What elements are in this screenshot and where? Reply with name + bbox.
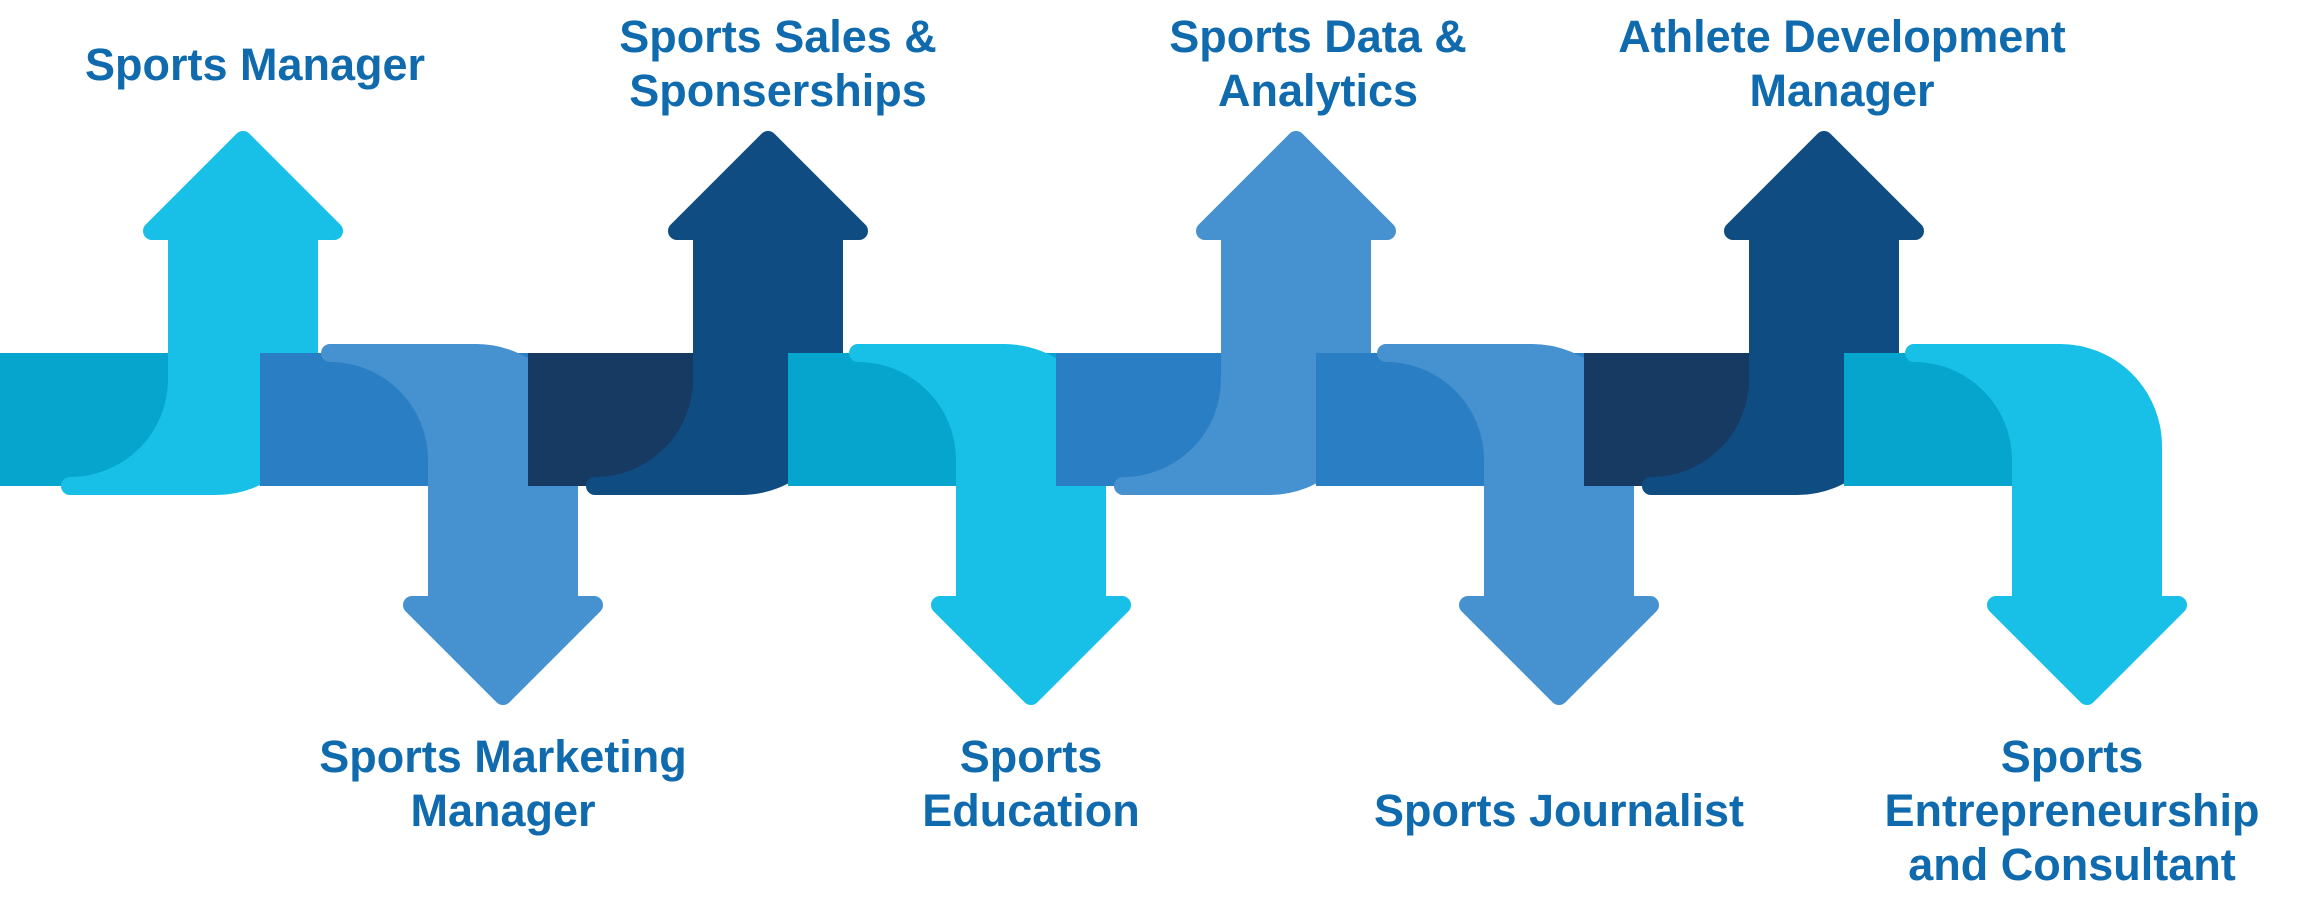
label-line: Sports <box>2000 731 2144 782</box>
label-line: Sports Journalist <box>1373 785 1745 836</box>
arrow-sports-entrepreneurship <box>1844 344 2187 705</box>
label-line: Manager <box>1749 65 1935 116</box>
label-line: Sports Manager <box>84 39 426 90</box>
label-line: Manager <box>410 785 596 836</box>
label-sports-manager: Sports Manager <box>40 38 470 92</box>
label-line: Athlete Development <box>1618 11 2066 62</box>
label-sports-education: Sports Education <box>801 730 1261 838</box>
label-line: Analytics <box>1217 65 1419 116</box>
label-line: and Consultant <box>1908 839 2236 890</box>
label-line: Sports <box>959 731 1103 782</box>
label-line: Education <box>922 785 1140 836</box>
label-sports-marketing-manager: Sports Marketing Manager <box>263 730 743 838</box>
label-line: Sports Marketing <box>319 731 687 782</box>
label-sports-data-analytics: Sports Data & Analytics <box>1088 10 1548 118</box>
label-sports-sales-sponserships: Sports Sales & Sponserships <box>548 10 1008 118</box>
label-athlete-development-manager: Athlete Development Manager <box>1562 10 2122 118</box>
arrow-body <box>1905 344 2187 705</box>
label-line: Sports Data & <box>1169 11 1467 62</box>
label-sports-entrepreneurship: Sports Entrepreneurship and Consultant <box>1849 730 2295 892</box>
label-line: Entrepreneurship <box>1884 785 2260 836</box>
label-line: Sports Sales & <box>619 11 937 62</box>
label-sports-journalist: Sports Journalist <box>1304 784 1814 838</box>
label-line: Sponserships <box>629 65 927 116</box>
